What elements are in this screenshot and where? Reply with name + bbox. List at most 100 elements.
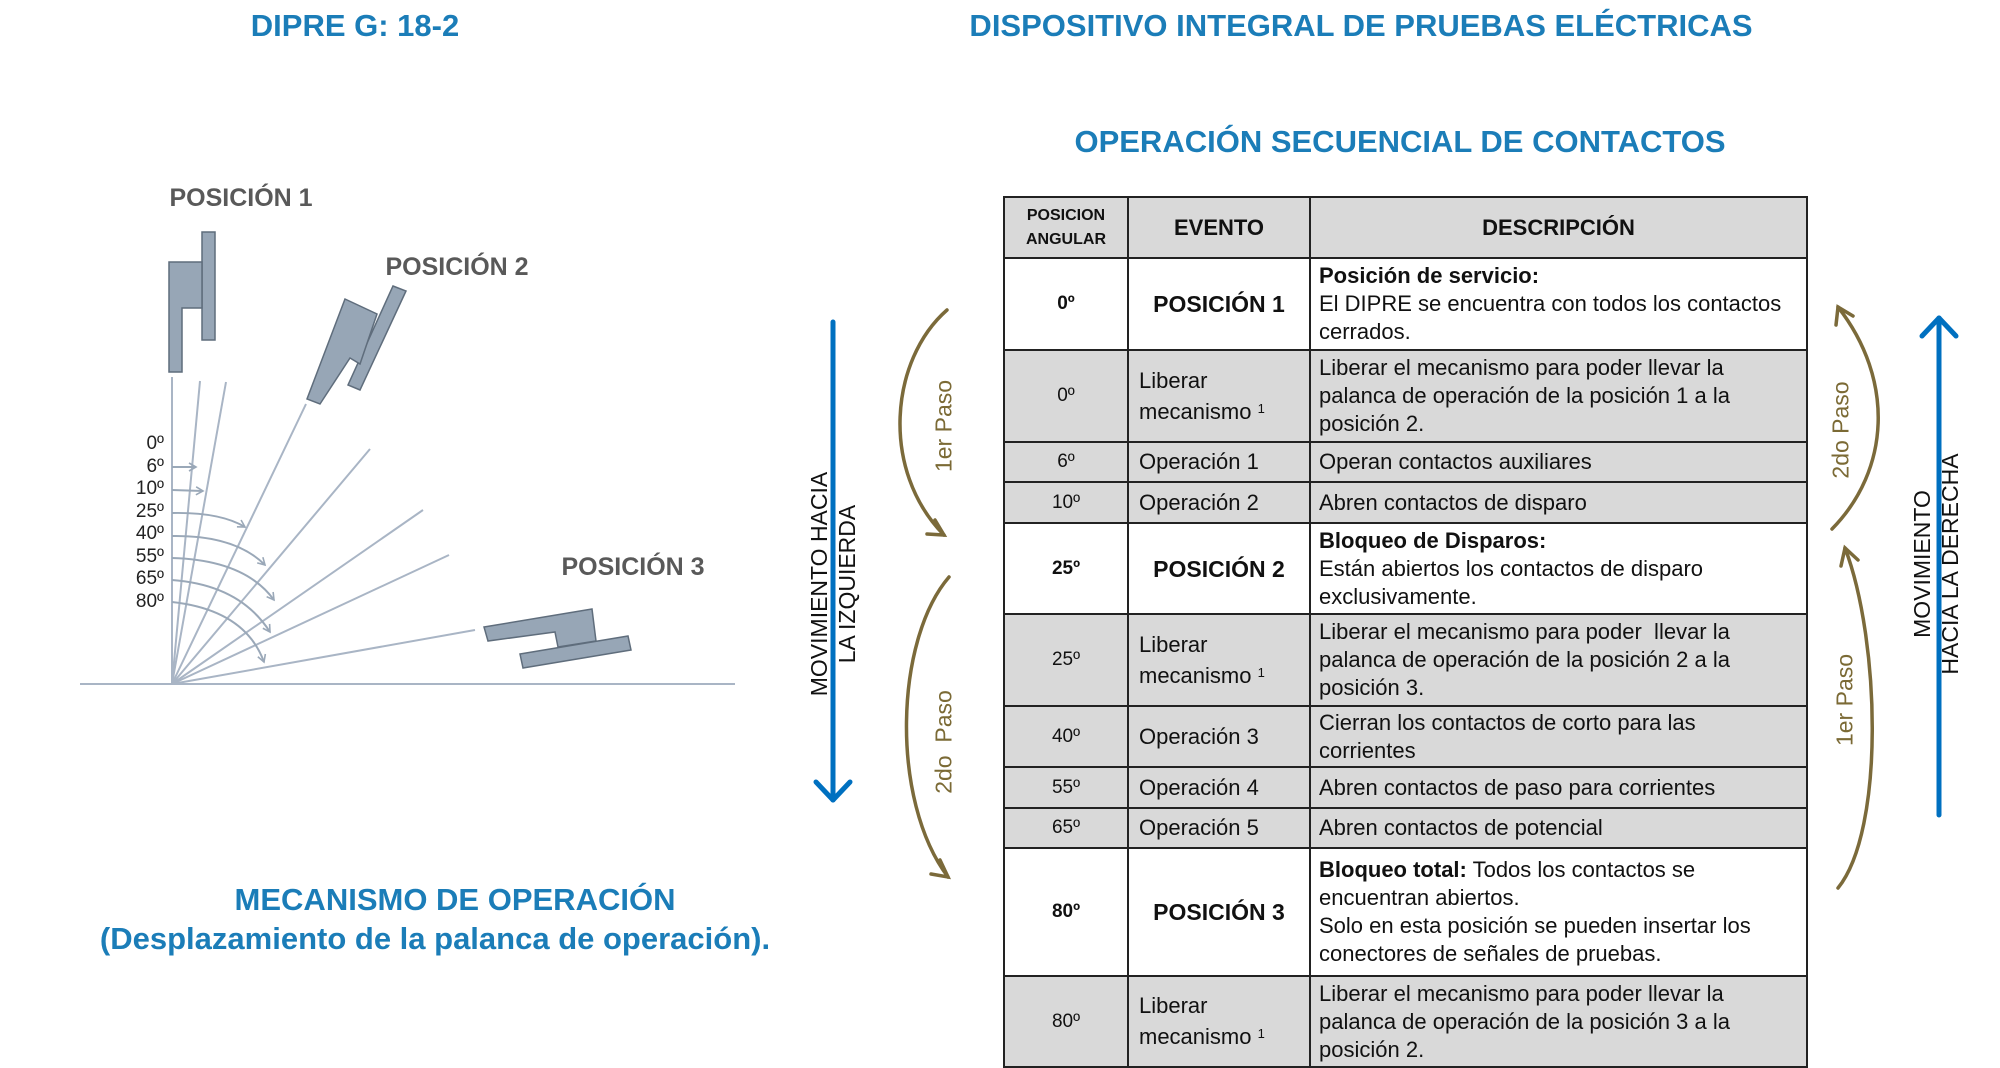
angle-cell: 55º	[1003, 766, 1129, 809]
description-cell: Posición de servicio:El DIPRE se encuent…	[1309, 257, 1808, 351]
left-movement-label: MOVIMIENTO HACIA LA IZQUIERDA	[805, 472, 861, 697]
angle-cell: 80º	[1003, 975, 1129, 1068]
arc-40	[171, 534, 267, 567]
position-1-label: POSICIÓN 1	[169, 184, 313, 212]
event-text: Operación 3	[1139, 723, 1259, 749]
left-movement-line2: LA IZQUIERDA	[834, 504, 860, 664]
event-cell: Liberar mecanismo 1	[1127, 613, 1311, 707]
event-cell: POSICIÓN 2	[1127, 522, 1311, 615]
arc-25	[171, 511, 247, 528]
angle-cell: 65º	[1003, 807, 1129, 849]
angle-label: 80º	[135, 590, 164, 612]
ray-25	[171, 403, 307, 685]
event-text: POSICIÓN 3	[1153, 899, 1285, 925]
event-text: POSICIÓN 2	[1153, 555, 1285, 582]
event-text: Liberar mecanismo	[1139, 993, 1252, 1049]
description-text: Abren contactos de paso para corrientes	[1319, 774, 1716, 800]
description-extra: Solo en esta posición se pueden insertar…	[1319, 913, 1751, 966]
footnote-marker: 1	[1257, 1026, 1265, 1041]
angle-label: 10º	[135, 478, 164, 499]
right-movement-line2: HACIA LA DERECHA	[1937, 453, 1963, 675]
description-cell: Abren contactos de paso para corrientes	[1309, 766, 1808, 809]
event-text: POSICIÓN 1	[1153, 291, 1285, 317]
description-bold: Bloqueo de Disparos:	[1319, 527, 1547, 553]
description-text: Liberar el mecanismo para poder llevar l…	[1319, 355, 1737, 436]
left-step2-label: 2do Paso	[930, 690, 957, 794]
right-step1-label: 1er Paso	[1831, 653, 1858, 747]
ray-55	[171, 509, 424, 685]
caption-subtitle: (Desplazamiento de la palanca de operaci…	[99, 921, 771, 956]
event-text: Operación 2	[1139, 489, 1259, 515]
event-cell: Operación 5	[1127, 807, 1311, 849]
description-cell: Operan contactos auxiliares	[1309, 441, 1808, 483]
footnote-marker: 1	[1257, 664, 1265, 680]
table-subtitle: OPERACIÓN SECUENCIAL DE CONTACTOS	[1074, 124, 1726, 159]
table-row: 0º POSICIÓN 1 Posición de servicio:El DIPR…	[1003, 257, 1808, 351]
angle-label: 25º	[135, 500, 164, 522]
description-cell: Liberar el mecanismo para poder llevar l…	[1309, 349, 1808, 443]
right-movement-label: MOVIMIENTO HACIA LA DERECHA	[1908, 453, 1964, 674]
right-step2-label: 2do Paso	[1827, 381, 1854, 479]
angle-cell: 40º	[1003, 705, 1129, 768]
arc-55	[171, 557, 275, 602]
description-text: El DIPRE se encuentra con todos los cont…	[1319, 291, 1788, 344]
description-text: Abren contactos de disparo	[1319, 489, 1587, 515]
angle-label: 65º	[135, 568, 164, 589]
table-row: 80º POSICIÓN 3 Bloqueo total: Todos los co…	[1003, 847, 1808, 977]
event-cell: Operación 1	[1127, 441, 1311, 483]
description-text: Operan contactos auxiliares	[1319, 449, 1592, 474]
event-cell: Liberar mecanismo 1	[1127, 349, 1311, 443]
angle-cell: 0º	[1003, 257, 1129, 351]
angle-cell: 25º	[1003, 613, 1129, 707]
event-text: Operación 4	[1139, 774, 1259, 800]
ray-10	[171, 381, 227, 685]
ray-40	[171, 448, 371, 685]
description-text: Están abiertos los contactos de disparo …	[1319, 555, 1710, 609]
description-cell: Abren contactos de potencial	[1309, 807, 1808, 849]
event-cell: Operación 2	[1127, 481, 1311, 524]
dipre-code-title: DIPRE G: 18-2	[250, 8, 460, 43]
table-row: 10º Operación 2 Abren contactos de disparo	[1003, 481, 1808, 524]
angle-cell: 80º	[1003, 847, 1129, 977]
left-movement-line1: MOVIMIENTO HACIA	[806, 471, 832, 697]
right-movement-line1: MOVIMIENTO	[1909, 490, 1935, 638]
event-cell: Operación 4	[1127, 766, 1311, 809]
event-cell: Operación 3	[1127, 705, 1311, 768]
angle-label: 55º	[135, 545, 164, 567]
description-cell: Abren contactos de disparo	[1309, 481, 1808, 524]
table-body: 0º POSICIÓN 1 Posición de servicio:El DIPR…	[1003, 257, 1808, 1068]
angle-cell: 10º	[1003, 481, 1129, 524]
description-text: Abren contactos de potencial	[1319, 815, 1603, 840]
angle-label: 6º	[146, 455, 164, 477]
left-step1-label: 1er Paso	[930, 379, 957, 473]
arc-80	[171, 601, 267, 664]
angle-label: 40º	[135, 523, 164, 544]
position-2-label: POSICIÓN 2	[385, 253, 529, 281]
description-cell: Bloqueo total: Todos los contactos se en…	[1309, 847, 1808, 977]
event-text: Liberar mecanismo	[1139, 367, 1252, 424]
header-angular-position: POSICION ANGULAR	[1003, 196, 1129, 259]
description-text: Liberar el mecanismo para poder llevar l…	[1319, 980, 1737, 1062]
angle-labels: 0º 6º 10º 25º 40º 55º 65º 80º	[104, 433, 164, 613]
table-row: 55º Operación 4 Abren contactos de paso pa…	[1003, 766, 1808, 809]
lever-position-1	[168, 231, 216, 373]
event-cell: Liberar mecanismo 1	[1127, 975, 1311, 1068]
event-text: Liberar mecanismo	[1139, 631, 1252, 688]
footnote-marker: 1	[1257, 400, 1265, 416]
angle-cell: 0º	[1003, 349, 1129, 443]
main-title: DISPOSITIVO INTEGRAL DE PRUEBAS ELÉCTRIC…	[969, 8, 1753, 43]
angle-cell: 25º	[1003, 522, 1129, 615]
lever-position-3	[483, 608, 632, 669]
angle-label: 0º	[146, 433, 164, 454]
event-cell: POSICIÓN 1	[1127, 257, 1311, 351]
header-description: DESCRIPCIÓN	[1309, 196, 1808, 259]
header-event: EVENTO	[1127, 196, 1311, 259]
ray-80	[171, 629, 476, 685]
right-step1-arrowhead-icon	[1839, 544, 1860, 568]
description-cell: Liberar el mecanismo para poder llevar l…	[1309, 975, 1808, 1068]
table-row: 25º POSICIÓN 2 Bloqueo de Disparos:Están a…	[1003, 522, 1808, 615]
